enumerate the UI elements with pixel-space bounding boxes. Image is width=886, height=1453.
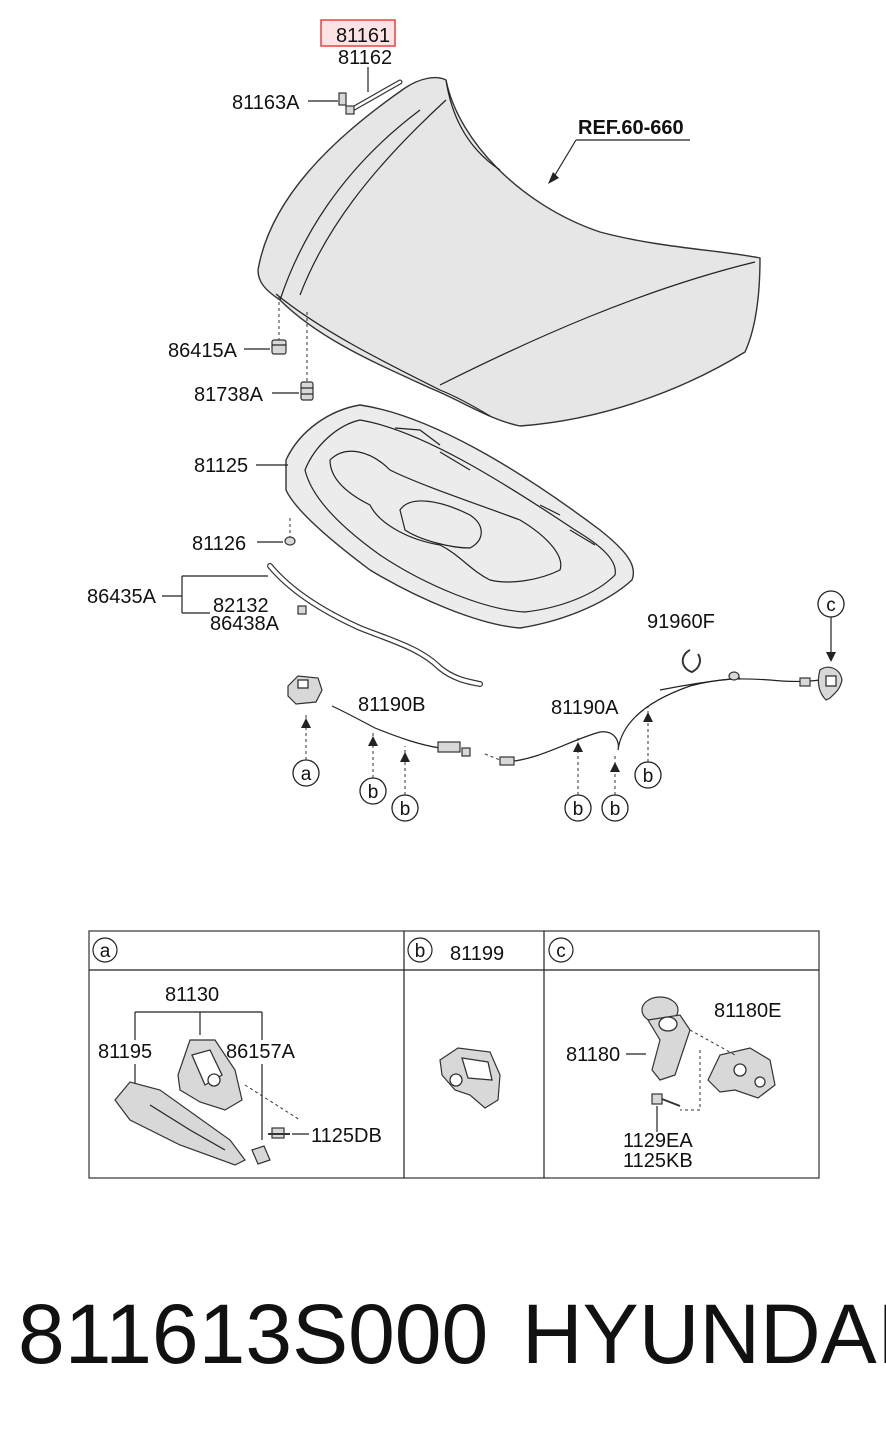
latch-assembly-part [177, 1039, 243, 1111]
cable-holder-part [439, 1047, 501, 1109]
table-header-b[interactable]: b [407, 937, 433, 963]
weatherstrip-part [267, 563, 483, 687]
label-1125DB[interactable]: 1125DB [311, 1125, 382, 1147]
latch-bracket-part [114, 1081, 246, 1166]
marker-b-3[interactable]: b [564, 794, 592, 822]
cable-clip-part [681, 649, 701, 674]
label-81161[interactable]: 81161 [336, 25, 390, 47]
marker-b-5[interactable]: b [634, 761, 662, 789]
marker-b-1[interactable]: b [359, 777, 387, 805]
table-header-a[interactable]: a [92, 937, 118, 963]
hood-panel [257, 76, 761, 427]
svg-text:c: c [826, 595, 836, 616]
hood-insulator-pad [285, 404, 635, 629]
marker-b-4[interactable]: b [601, 794, 629, 822]
screw-1129EA-part [651, 1093, 681, 1107]
svg-text:c: c [556, 941, 566, 962]
label-82132[interactable]: 82132 [213, 595, 269, 617]
ref-label[interactable]: REF.60-660 [578, 117, 684, 139]
label-81163A[interactable]: 81163A [232, 92, 300, 114]
svg-text:b: b [415, 941, 426, 962]
label-81162[interactable]: 81162 [338, 47, 392, 69]
label-81180E[interactable]: 81180E [714, 1000, 781, 1022]
marker-c-top[interactable]: c [817, 590, 845, 618]
label-81195[interactable]: 81195 [98, 1041, 152, 1063]
label-81125[interactable]: 81125 [194, 455, 248, 477]
brand-name: HYUNDAI [522, 1287, 886, 1381]
svg-text:b: b [610, 799, 621, 820]
release-lever-part [641, 996, 691, 1081]
lever-bracket-part [707, 1047, 776, 1099]
table-header-c[interactable]: c [548, 937, 574, 963]
release-handle-part [817, 666, 843, 701]
marker-b-2[interactable]: b [391, 794, 419, 822]
svg-text:b: b [643, 766, 654, 787]
label-86415A[interactable]: 86415A [168, 340, 238, 362]
hood-buffer-part [300, 381, 314, 401]
hood-latch-part [287, 675, 323, 705]
label-81130[interactable]: 81130 [165, 984, 219, 1006]
stay-grommet-part [338, 92, 355, 115]
label-81190B[interactable]: 81190B [358, 694, 425, 716]
label-81126[interactable]: 81126 [192, 533, 246, 555]
label-86438A[interactable]: 86438A [210, 613, 280, 635]
label-91960F[interactable]: 91960F [647, 611, 715, 633]
hood-bumper-part [271, 339, 287, 355]
label-86435A[interactable]: 86435A [87, 586, 157, 608]
label-81738A[interactable]: 81738A [194, 384, 264, 406]
svg-text:b: b [400, 799, 411, 820]
marker-a-diagram[interactable]: a [292, 759, 320, 787]
bolt-1125DB-part [251, 1127, 290, 1165]
svg-text:a: a [301, 764, 312, 785]
part-number: 811613S000 [18, 1287, 489, 1381]
release-cable [331, 671, 821, 766]
strip-clip-part [297, 605, 307, 615]
svg-text:b: b [368, 782, 379, 803]
highlight-box [320, 19, 396, 47]
svg-text:b: b [573, 799, 584, 820]
svg-text:a: a [100, 941, 111, 962]
hood-stay-rod [346, 67, 403, 114]
label-81180[interactable]: 81180 [566, 1044, 620, 1066]
label-1125KB[interactable]: 1125KB [623, 1150, 693, 1172]
label-81199[interactable]: 81199 [450, 943, 504, 965]
label-81190A[interactable]: 81190A [551, 697, 619, 719]
label-86157A[interactable]: 86157A [226, 1041, 296, 1063]
label-1129EA[interactable]: 1129EA [623, 1130, 693, 1152]
pad-clip-part [284, 536, 296, 546]
